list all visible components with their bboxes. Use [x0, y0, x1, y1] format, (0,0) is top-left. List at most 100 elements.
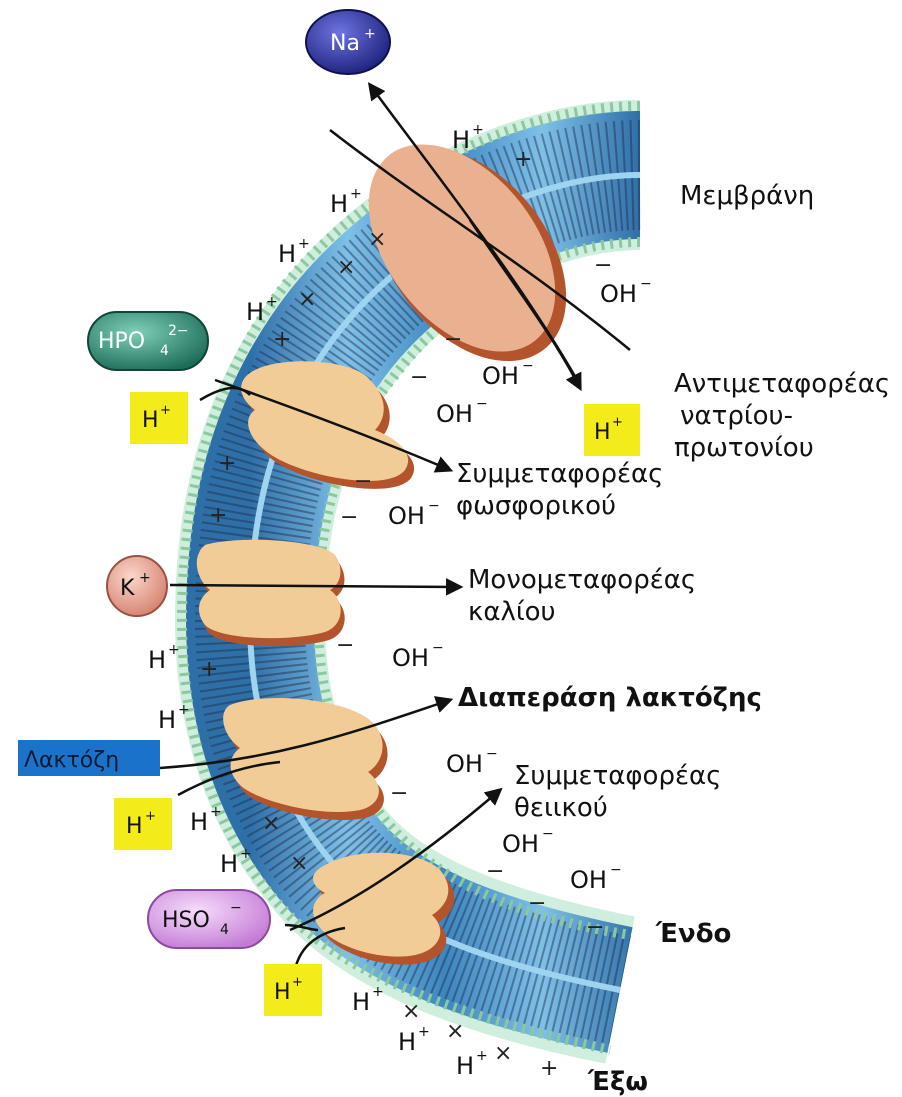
- svg-text:−: −: [336, 633, 354, 658]
- svg-text:+: +: [514, 147, 532, 172]
- svg-text:H: H: [398, 1028, 416, 1056]
- svg-text:+: +: [218, 451, 236, 476]
- hpo4-ion: HPO 4 2−: [88, 312, 208, 370]
- na-ion: Na +: [306, 10, 390, 74]
- svg-text:OH: OH: [392, 644, 429, 672]
- svg-text:+: +: [476, 1048, 488, 1064]
- svg-text:×: ×: [262, 811, 280, 836]
- svg-text:−: −: [390, 781, 408, 806]
- hso4-sup: −: [230, 900, 242, 916]
- svg-text:−: −: [354, 469, 372, 494]
- sulfate-label-2: θειικού: [514, 793, 608, 823]
- lactose-label: Λακτόζη: [24, 748, 119, 773]
- svg-text:H: H: [330, 190, 348, 218]
- na-ion-label: Na: [330, 31, 360, 56]
- svg-text:−: −: [610, 862, 622, 878]
- hso4-sub: 4: [220, 922, 229, 938]
- svg-text:−: −: [528, 891, 546, 916]
- svg-text:H: H: [148, 646, 166, 674]
- svg-text:+: +: [418, 1024, 430, 1040]
- antiporter-label-3: πρωτονίου: [674, 433, 814, 463]
- svg-text:−: −: [594, 253, 612, 278]
- svg-text:−: −: [486, 859, 504, 884]
- antiporter-label-1: Αντιμεταφορέας: [674, 369, 890, 399]
- svg-text:+: +: [266, 294, 278, 310]
- membrane-label: Μεμβράνη: [680, 181, 814, 211]
- svg-text:+: +: [612, 415, 623, 430]
- sulfate-label-1: Συμμεταφορέας: [514, 761, 721, 791]
- h-box-sulfate: H +: [264, 964, 322, 1016]
- svg-text:+: +: [209, 503, 227, 528]
- hso4-label: HSO: [162, 908, 210, 933]
- hpo4-sup: 2−: [168, 323, 189, 339]
- svg-text:+: +: [350, 186, 362, 202]
- svg-text:×: ×: [402, 999, 420, 1024]
- svg-text:×: ×: [368, 227, 386, 252]
- svg-text:OH: OH: [502, 830, 539, 858]
- svg-text:×: ×: [298, 287, 316, 312]
- svg-text:H: H: [190, 808, 208, 836]
- h-box-antiporter: H +: [584, 404, 640, 456]
- potassium-label-2: καλίου: [468, 597, 556, 627]
- svg-text:OH: OH: [600, 280, 637, 308]
- svg-text:OH: OH: [388, 502, 425, 530]
- svg-text:OH: OH: [482, 362, 519, 390]
- svg-text:+: +: [178, 702, 190, 718]
- svg-text:−: −: [428, 498, 440, 514]
- svg-text:H: H: [126, 814, 143, 839]
- inside-label: Ένδο: [655, 919, 731, 949]
- svg-text:H: H: [246, 298, 264, 326]
- k-ion-sup: +: [139, 570, 151, 586]
- svg-text:H: H: [456, 1052, 474, 1080]
- hpo4-label: HPO: [98, 329, 145, 354]
- svg-text:H: H: [278, 240, 296, 268]
- h-box-lactose: H +: [114, 798, 172, 850]
- svg-text:+: +: [145, 809, 156, 824]
- svg-text:+: +: [298, 236, 310, 252]
- svg-text:+: +: [200, 657, 218, 682]
- svg-text:×: ×: [446, 1019, 464, 1044]
- svg-text:−: −: [522, 358, 534, 374]
- svg-text:OH: OH: [436, 400, 473, 428]
- potassium-uniporter-protein: [197, 540, 345, 646]
- svg-text:H: H: [158, 706, 176, 734]
- svg-text:+: +: [273, 327, 291, 352]
- svg-text:H: H: [594, 420, 611, 445]
- na-ion-sup: +: [364, 26, 376, 42]
- svg-text:OH: OH: [570, 866, 607, 894]
- hso4-ion: HSO 4 −: [148, 890, 270, 948]
- svg-text:−: −: [486, 746, 498, 762]
- svg-text:+: +: [540, 1056, 558, 1081]
- lactose-box: Λακτόζη: [18, 740, 160, 776]
- k-ion-label: K: [120, 576, 135, 601]
- svg-text:H: H: [142, 408, 159, 433]
- svg-text:×: ×: [337, 255, 355, 280]
- svg-text:−: −: [640, 276, 652, 292]
- svg-text:+: +: [168, 642, 180, 658]
- potassium-label-1: Μονομεταφορέας: [468, 565, 696, 595]
- k-ion: K +: [107, 556, 167, 616]
- svg-text:+: +: [240, 846, 252, 862]
- svg-text:H: H: [452, 126, 470, 154]
- lactose-permease-label: Διαπεράση λακτόζης: [458, 683, 762, 713]
- svg-text:−: −: [410, 365, 428, 390]
- h-box-phosphate: H +: [130, 392, 188, 444]
- antiporter-label-2: νατρίου-: [680, 401, 793, 431]
- svg-text:OH: OH: [446, 750, 483, 778]
- svg-text:−: −: [542, 826, 554, 842]
- svg-text:×: ×: [290, 851, 308, 876]
- svg-text:−: −: [444, 327, 462, 352]
- svg-text:+: +: [472, 122, 484, 138]
- svg-text:−: −: [586, 915, 604, 940]
- phosphate-label-1: Συμμεταφορέας: [456, 459, 663, 489]
- svg-text:+: +: [372, 984, 384, 1000]
- svg-text:−: −: [476, 396, 488, 412]
- svg-text:+: +: [210, 804, 222, 820]
- outside-label: Έξω: [587, 1067, 648, 1097]
- svg-text:×: ×: [494, 1041, 512, 1066]
- svg-text:+: +: [292, 975, 303, 990]
- svg-text:+: +: [160, 403, 171, 418]
- svg-text:H: H: [352, 988, 370, 1016]
- hpo4-sub: 4: [160, 343, 169, 359]
